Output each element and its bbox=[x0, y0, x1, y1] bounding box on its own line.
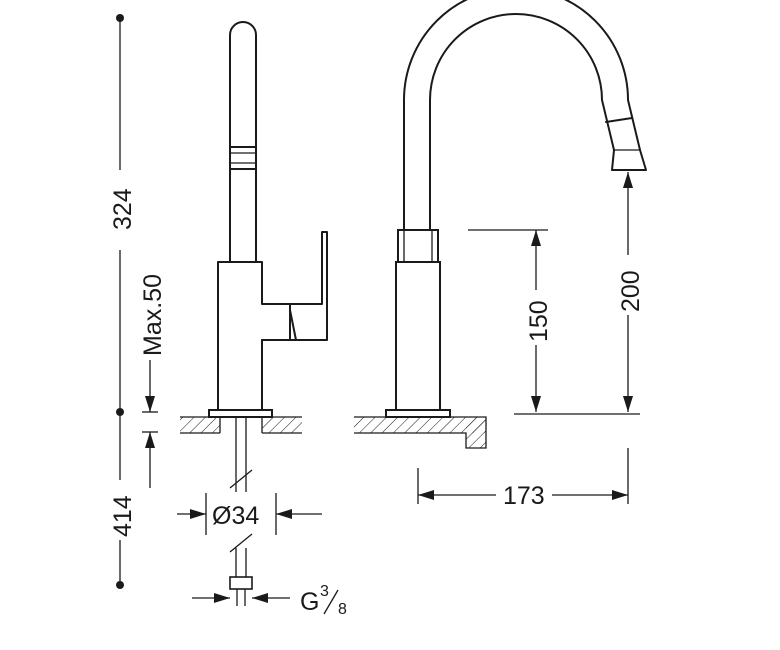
side-spout-pipe bbox=[229, 21, 257, 263]
spout-height-dimension: 200 bbox=[514, 172, 645, 415]
faucet-front-view bbox=[354, 0, 647, 449]
dim-label-diameter: Ø34 bbox=[212, 502, 259, 530]
dim-label-324: 324 bbox=[109, 188, 137, 230]
outlet-height-dimension: 150 bbox=[468, 229, 553, 412]
front-body bbox=[395, 261, 441, 411]
dim-label-414: 414 bbox=[109, 495, 137, 537]
faucet-side-view bbox=[180, 21, 328, 606]
dim-endpoint-top bbox=[116, 14, 124, 22]
side-base-plate bbox=[208, 409, 273, 418]
connector-nut bbox=[229, 576, 253, 590]
supply-hose-lower bbox=[235, 548, 247, 578]
thread-dimension: G 3 8 bbox=[192, 583, 347, 618]
spout-reach-dimension: 173 bbox=[417, 448, 629, 510]
dim-endpoint-bottom bbox=[116, 581, 124, 589]
gooseneck-outer bbox=[403, 0, 641, 263]
overall-height-dimension: 324 414 bbox=[109, 14, 137, 589]
front-collar bbox=[397, 229, 439, 263]
countertop-hatch bbox=[354, 417, 486, 433]
dim-label-thread-numerator: 3 bbox=[320, 583, 329, 600]
side-body bbox=[217, 261, 291, 411]
front-base-plate bbox=[385, 409, 451, 418]
deck-right-hatch bbox=[262, 417, 302, 433]
deck-left-hatch bbox=[180, 417, 220, 433]
deck-thickness-dimension: Max.50 bbox=[139, 274, 167, 488]
spout-outlet bbox=[611, 149, 647, 171]
lever-handle bbox=[261, 231, 328, 341]
hole-diameter-dimension: Ø34 bbox=[177, 493, 322, 535]
supply-hose-upper bbox=[235, 417, 247, 492]
dim-label-173: 173 bbox=[503, 482, 545, 510]
dim-label-200: 200 bbox=[617, 270, 645, 312]
gooseneck-inner bbox=[429, 13, 615, 263]
dim-endpoint-deck bbox=[116, 408, 124, 416]
dim-label-150: 150 bbox=[525, 300, 553, 342]
dim-label-max50: Max.50 bbox=[139, 274, 167, 356]
dim-label-thread-denominator: 8 bbox=[338, 601, 347, 618]
dim-label-thread: G bbox=[300, 588, 319, 616]
